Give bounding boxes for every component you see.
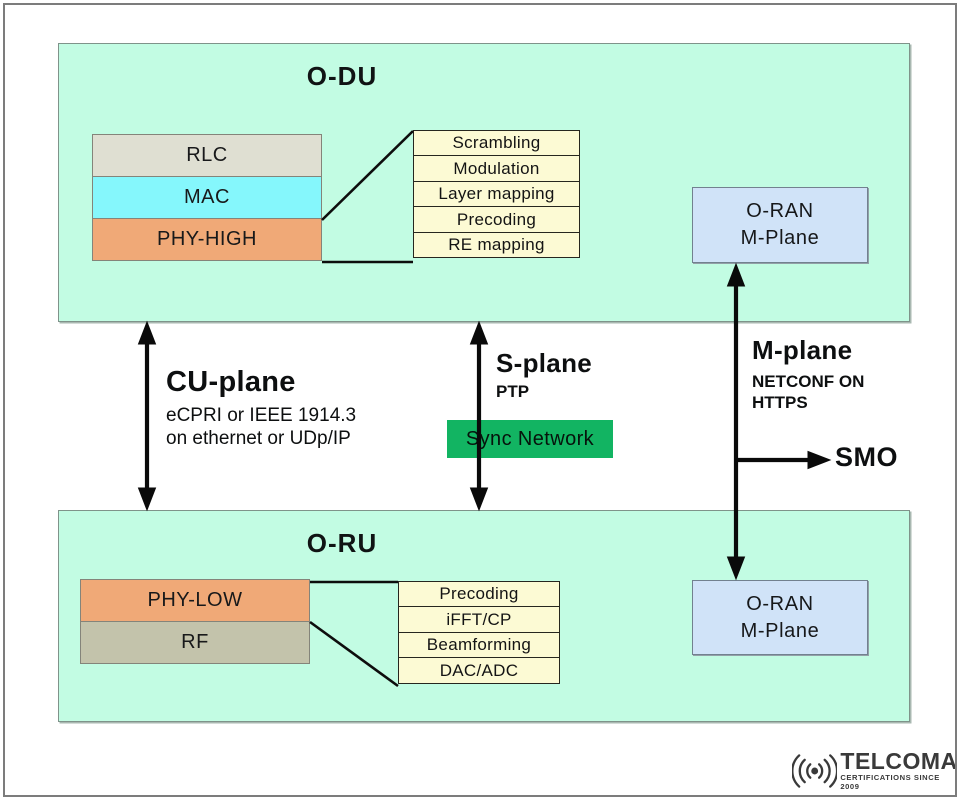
cu-plane-protocol-line2: on ethernet or UDp/IP [166,428,351,449]
oru-function-dac-adc: DAC/ADC [398,657,560,684]
s-plane-label: S-plane PTP [496,348,592,402]
m-plane-protocol-line1: NETCONF ON [752,372,865,391]
telcoma-logo-tagline: CERTIFICATIONS SINCE 2009 [840,773,940,791]
oru-oran-mplane-line2: M-Plane [740,619,820,642]
m-plane-label: M-plane NETCONF ON HTTPS [752,335,864,413]
telcoma-logo: TELCOMA CERTIFICATIONS SINCE 2009 [792,750,960,791]
m-plane-title: M-plane [752,335,853,365]
radio-waves-icon [792,753,838,788]
cu-plane-protocols: eCPRI or IEEE 1914.3 on ethernet or UDp/… [166,404,356,450]
telcoma-logo-name: TELCOMA [840,748,958,774]
layer-rf: RF [80,621,310,664]
odu-oran-mplane-box: O-RAN M-Plane [692,187,868,263]
odu-function-layer-mapping: Layer mapping [413,180,580,208]
odu-protocol-stack: RLC MAC PHY-HIGH [92,134,322,261]
sync-network-box: Sync Network [447,420,613,458]
odu-function-modulation: Modulation [413,155,580,182]
cu-plane-label: CU-plane eCPRI or IEEE 1914.3 on etherne… [166,366,356,450]
smo-arrow [738,450,832,470]
odu-function-list: Scrambling Modulation Layer mapping Prec… [413,130,580,259]
cu-plane-arrow [137,320,157,512]
s-plane-protocol: PTP [496,382,530,401]
oru-function-ifft-cp: iFFT/CP [398,606,560,633]
odu-function-precoding: Precoding [413,206,580,233]
m-plane-protocols: NETCONF ON HTTPS [752,371,864,413]
oru-function-list: Precoding iFFT/CP Beamforming DAC/ADC [398,581,560,684]
oru-oran-mplane-box: O-RAN M-Plane [692,580,868,655]
oru-title: O-RU [306,528,378,558]
layer-rlc: RLC [92,134,322,177]
s-plane-title: S-plane [496,348,593,378]
odu-function-scrambling: Scrambling [413,130,580,157]
cu-plane-title: CU-plane [166,366,296,398]
odu-title: O-DU [306,61,378,91]
s-plane-arrow [469,320,489,512]
odu-function-re-mapping: RE mapping [413,231,580,259]
layer-phy-low: PHY-LOW [80,579,310,622]
oru-function-precoding: Precoding [398,581,560,608]
layer-phy-high: PHY-HIGH [92,218,322,261]
layer-mac: MAC [92,176,322,219]
oru-protocol-stack: PHY-LOW RF [80,579,310,664]
oru-function-beamforming: Beamforming [398,631,560,659]
odu-oran-mplane-line1: O-RAN [746,200,814,222]
m-plane-protocol-line2: HTTPS [752,393,808,412]
telcoma-logo-text: TELCOMA CERTIFICATIONS SINCE 2009 [840,748,960,792]
cu-plane-protocol-line1: eCPRI or IEEE 1914.3 [166,405,357,426]
smo-label: SMO [835,442,899,472]
odu-oran-mplane-line2: M-Plane [740,227,820,249]
oru-oran-mplane-line1: O-RAN [746,592,814,615]
